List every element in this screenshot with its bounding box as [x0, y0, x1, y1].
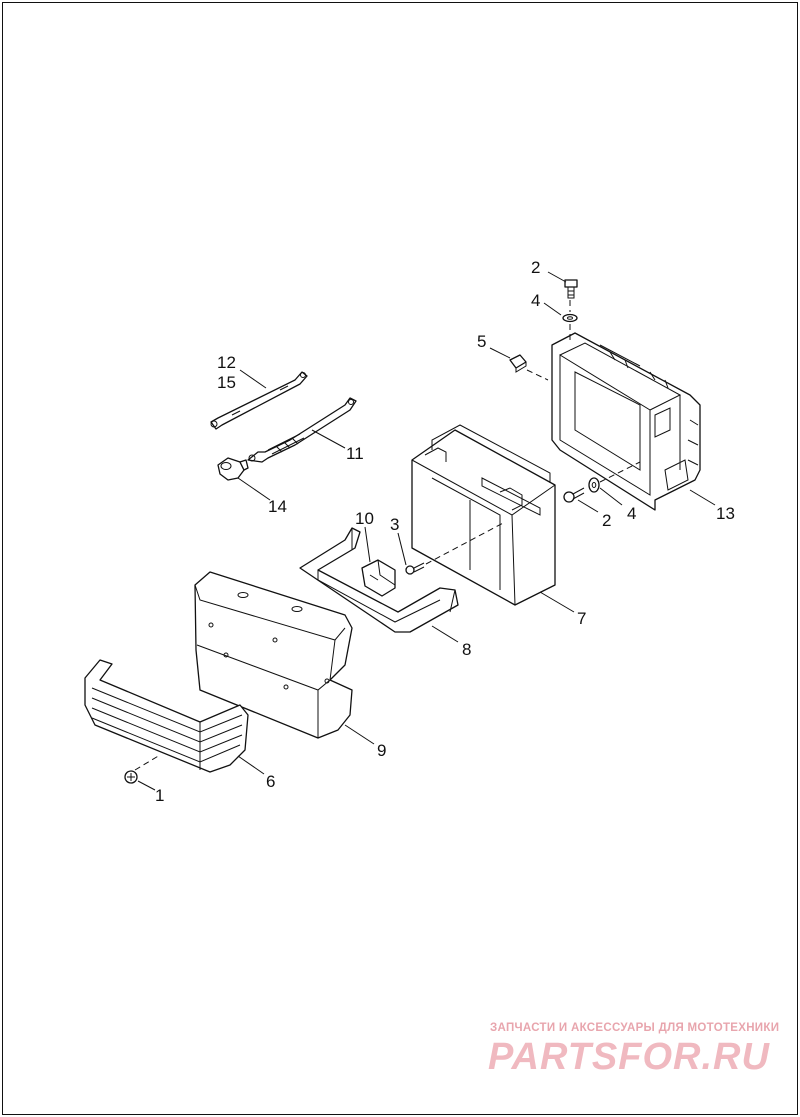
leader-lines	[137, 271, 716, 791]
callout-6: 6	[266, 772, 275, 791]
part-7-battery	[411, 424, 556, 606]
part-2-screw-top	[564, 279, 578, 299]
callout-8: 8	[462, 640, 471, 659]
callout-15: 15	[217, 373, 236, 392]
part-5-nut-insert	[509, 354, 527, 373]
part-2-screw-side	[563, 487, 585, 503]
part-14-terminal-boot	[217, 457, 249, 481]
watermark-tagline: ЗАПЧАСТИ И АКСЕССУАРЫ ДЛЯ МОТОТЕХНИКИ	[490, 1022, 780, 1034]
part-8-hold-down-strap	[299, 527, 459, 633]
part-3-screw	[405, 562, 425, 575]
assembly-lines	[134, 300, 641, 771]
part-13-battery-tray	[551, 332, 701, 511]
callout-9: 9	[377, 741, 386, 760]
callout-4-side: 4	[627, 504, 636, 523]
callout-3: 3	[390, 515, 399, 534]
callout-4-top: 4	[531, 291, 540, 310]
callout-5: 5	[477, 332, 486, 351]
part-12-15-battery-cable	[210, 371, 308, 430]
callout-labels: 2 4 5 12 15 11 14 13 2 4 10 3 7 8 9 6 1	[155, 258, 735, 805]
watermark-logo: PARTSFOR.RU	[488, 1036, 770, 1078]
part-4-washer-side	[588, 477, 600, 493]
callout-11: 11	[346, 444, 364, 463]
callout-1: 1	[155, 786, 164, 805]
part-10-clip	[361, 559, 396, 597]
part-6-trim-grille	[84, 659, 249, 773]
callout-2-top: 2	[531, 258, 540, 277]
callout-2-side: 2	[602, 511, 611, 530]
part-1-screw	[124, 770, 138, 784]
part-11-battery-cable	[247, 397, 357, 463]
callout-13: 13	[716, 504, 735, 523]
part-4-washer-top	[562, 313, 578, 323]
part-9-battery-cover	[194, 571, 353, 739]
callout-7: 7	[577, 609, 586, 628]
callout-14: 14	[268, 497, 287, 516]
callout-12: 12	[217, 353, 236, 372]
callout-10: 10	[355, 509, 374, 528]
